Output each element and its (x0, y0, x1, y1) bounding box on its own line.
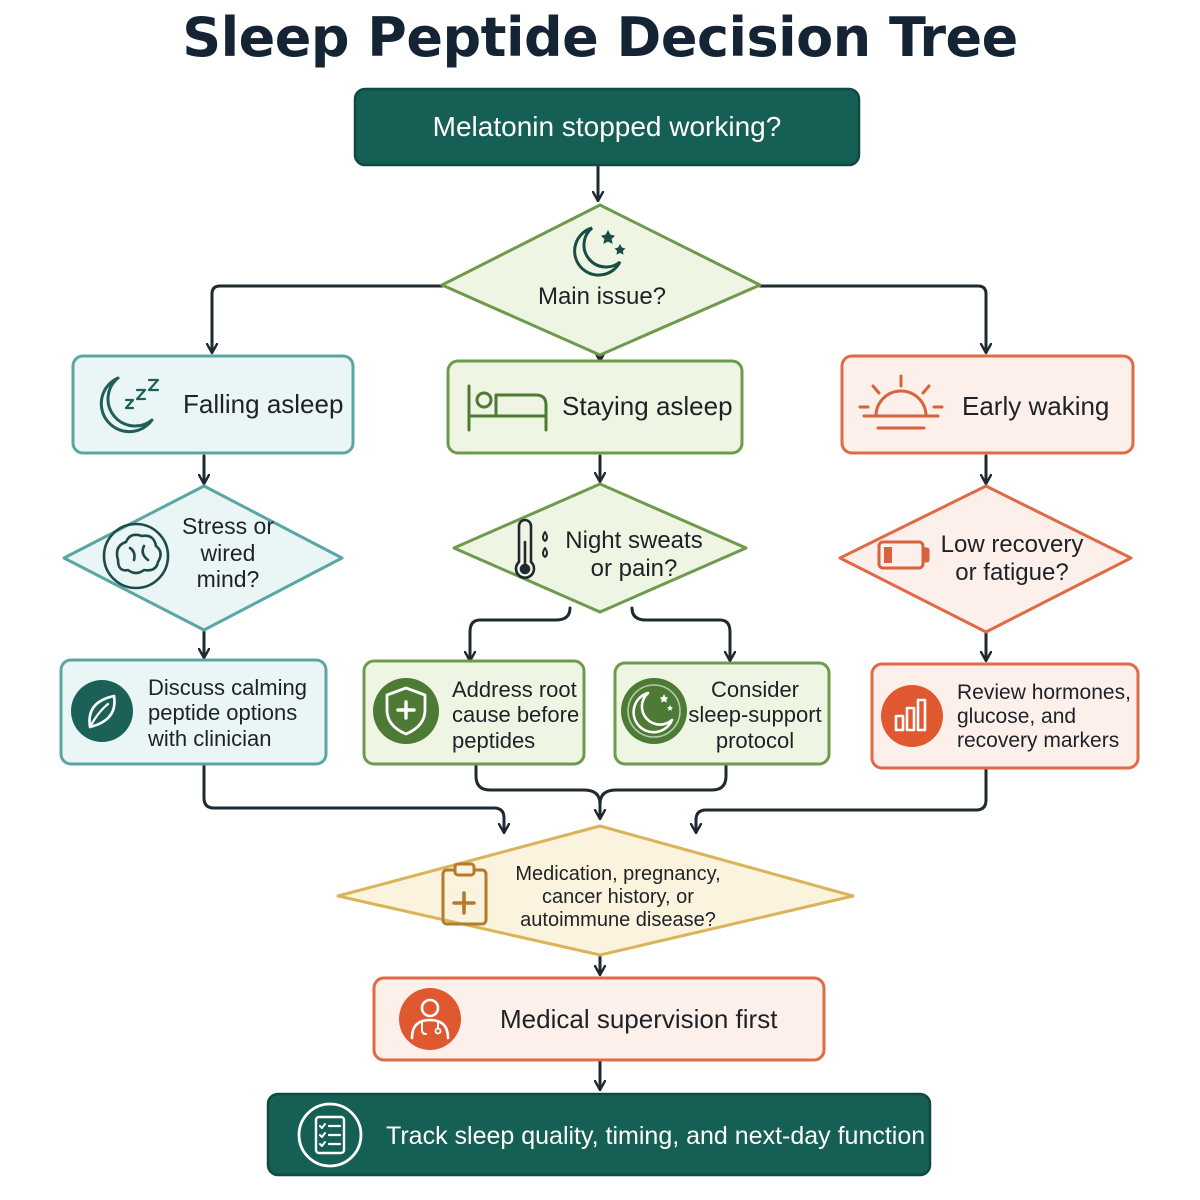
supervision-node (372, 976, 826, 1062)
checklist-icon (297, 1102, 363, 1168)
staying-asleep-node (446, 359, 744, 455)
low-recovery-node (838, 484, 1133, 634)
low-recovery-label-text: Low recovery or fatigue? (940, 531, 1084, 586)
medication-node (336, 824, 855, 957)
connector-main-to-early (758, 284, 986, 352)
connector-calming-to-medication (202, 764, 504, 832)
review-label: Review hormones, glucose, and recovery m… (957, 672, 1135, 762)
main-issue-node (440, 203, 762, 357)
supervision-label: Medical supervision first (500, 1004, 778, 1035)
medication-label-text: Medication, pregnancy, cancer history, o… (515, 862, 721, 931)
review-node (870, 662, 1140, 770)
calming-label: Discuss calming peptide options with cli… (148, 668, 324, 758)
moon-stars-icon (573, 226, 626, 277)
low-recovery-label: Low recovery or fatigue? (934, 524, 1090, 594)
medication-label: Medication, pregnancy, cancer history, o… (500, 856, 736, 938)
connector-root-to-medication (474, 764, 600, 818)
start-node (353, 87, 861, 167)
leaf-icon (71, 680, 133, 742)
stress-label-text: Stress or wired mind? (181, 513, 275, 593)
connector-sweats-to-support (630, 606, 730, 660)
connector-support-to-medication (598, 764, 728, 806)
staying-asleep-label: Staying asleep (562, 391, 733, 422)
connector-sweats-to-root (470, 606, 572, 660)
moon-badge-icon (621, 678, 687, 744)
brain-icon (102, 522, 170, 590)
early-waking-label: Early waking (962, 391, 1110, 422)
early-waking-node (840, 354, 1135, 455)
thermometer-icon (514, 518, 548, 579)
sunrise-icon (858, 374, 944, 430)
falling-asleep-node (71, 354, 355, 455)
stress-label: Stress or wired mind? (170, 513, 286, 592)
page-title: Sleep Peptide Decision Tree (182, 6, 1018, 69)
track-node (266, 1092, 932, 1177)
review-label-text: Review hormones, glucose, and recovery m… (957, 680, 1131, 753)
night-sweats-label-text: Night sweats or pain? (565, 527, 703, 582)
stress-node (62, 484, 344, 632)
connector-main-to-falling (212, 284, 444, 352)
sleep-support-label-text: Consider sleep-support protocol (688, 677, 822, 753)
night-sweats-node (452, 482, 748, 614)
night-sweats-label: Night sweats or pain? (560, 520, 708, 590)
battery-low-icon (877, 540, 930, 570)
moon-zzz-icon (99, 376, 160, 434)
sleep-support-label: Consider sleep-support protocol (688, 670, 822, 760)
falling-asleep-label: Falling asleep (183, 389, 344, 420)
calming-node (59, 658, 328, 766)
clipboard-plus-icon (441, 862, 488, 926)
sleep-support-node (613, 661, 831, 766)
track-label: Track sleep quality, timing, and next-da… (386, 1121, 926, 1150)
start-label: Melatonin stopped working? (432, 110, 782, 142)
shield-plus-icon (373, 678, 439, 744)
bed-icon (467, 384, 548, 432)
root-cause-label-text: Address root cause before peptides (452, 677, 580, 753)
root-cause-label: Address root cause before peptides (452, 670, 582, 760)
root-cause-node (362, 659, 586, 766)
main-issue-label: Main issue? (537, 283, 667, 311)
calming-label-text: Discuss calming peptide options with cli… (148, 675, 307, 751)
connector-review-to-medication (696, 768, 988, 832)
doctor-icon (399, 988, 461, 1050)
bar-chart-icon (881, 685, 943, 747)
